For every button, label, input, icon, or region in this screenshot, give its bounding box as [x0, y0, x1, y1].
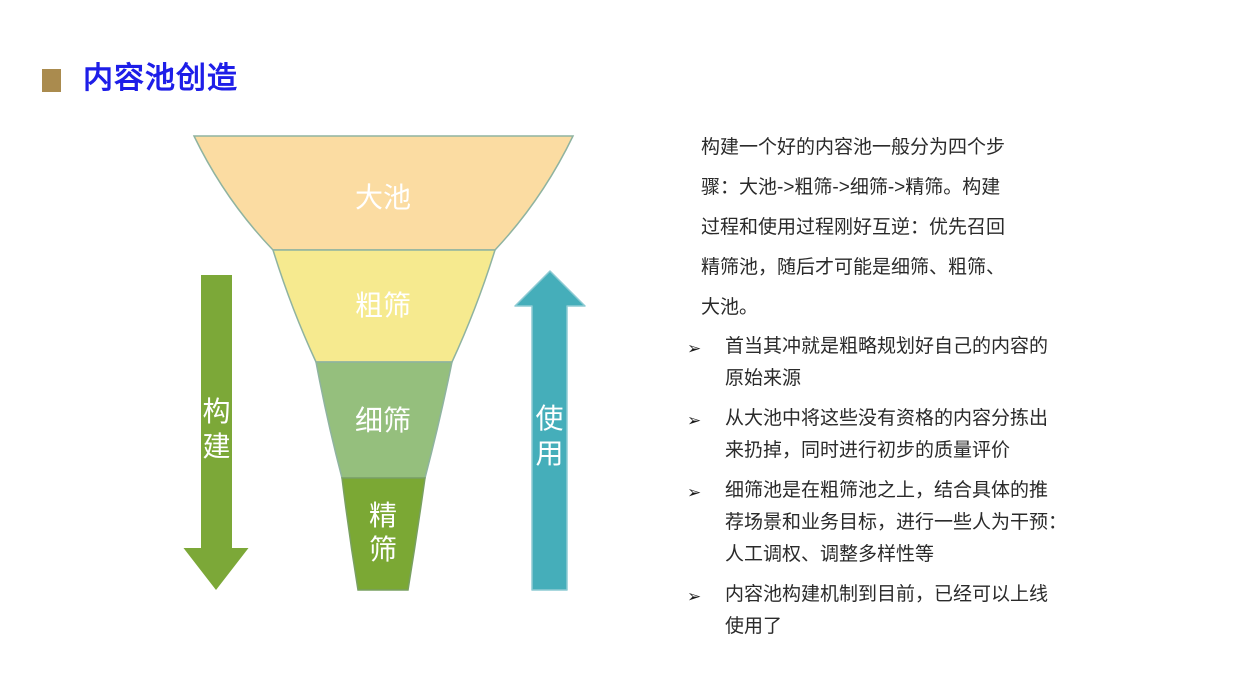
- bullet-item: ➢ 首当其冲就是粗略规划好自己的内容的 原始来源: [687, 331, 1087, 395]
- use-arrow-label: 使用: [535, 403, 564, 469]
- intro-paragraph: 构建一个好的内容池一般分为四个步 骤：大池->粗筛->细筛->精筛。构建 过程和…: [701, 128, 1087, 328]
- bullet-arrow-marker-icon: ➢: [687, 411, 702, 430]
- bullet-line: 人工调权、调整多样性等: [725, 544, 935, 565]
- funnel-level-jingshai: [341, 477, 426, 591]
- bullet-line: 荐场景和业务目标，进行一些人为干预：: [725, 512, 1068, 533]
- funnel-level-label-xishai: 细筛: [354, 405, 411, 436]
- funnel-level-label-dachi: 大池: [354, 182, 411, 213]
- bullet-line: 细筛池是在粗筛池之上，结合具体的推: [725, 480, 1049, 501]
- bullet-text: 从大池中将这些没有资格的内容分拣出 来扔掉，同时进行初步的质量评价: [725, 403, 1087, 467]
- intro-line: 骤：大池->粗筛->细筛->精筛。构建: [701, 177, 1001, 198]
- bullet-list: ➢ 首当其冲就是粗略规划好自己的内容的 原始来源 ➢ 从大池中将这些没有资格的内…: [687, 331, 1087, 643]
- bullet-line: 从大池中将这些没有资格的内容分拣出: [725, 408, 1049, 429]
- bullet-line: 使用了: [725, 616, 783, 637]
- bullet-arrow-marker-icon: ➢: [687, 339, 702, 358]
- bullet-arrow-marker-icon: ➢: [687, 483, 702, 502]
- intro-line: 过程和使用过程刚好互逆：优先召回: [701, 217, 1006, 238]
- bullet-line: 原始来源: [725, 368, 802, 389]
- build-arrow-label: 构建: [202, 396, 231, 462]
- bullet-text: 内容池构建机制到目前，已经可以上线 使用了: [725, 579, 1087, 643]
- intro-line: 大池。: [701, 297, 759, 318]
- bullet-line: 内容池构建机制到目前，已经可以上线: [725, 584, 1049, 605]
- funnel-level-label-jingshai: 精筛: [368, 500, 397, 565]
- intro-line: 精筛池，随后才可能是细筛、粗筛、: [701, 257, 1006, 278]
- bullet-line: 首当其冲就是粗略规划好自己的内容的: [725, 336, 1049, 357]
- use-up-arrow-icon: [514, 270, 586, 591]
- bullet-text: 细筛池是在粗筛池之上，结合具体的推 荐场景和业务目标，进行一些人为干预： 人工调…: [725, 475, 1087, 571]
- bullet-item: ➢ 从大池中将这些没有资格的内容分拣出 来扔掉，同时进行初步的质量评价: [687, 403, 1087, 467]
- title-bullet-square: [42, 69, 61, 92]
- bullet-line: 来扔掉，同时进行初步的质量评价: [725, 440, 1011, 461]
- body-text-column: 构建一个好的内容池一般分为四个步 骤：大池->粗筛->细筛->精筛。构建 过程和…: [687, 128, 1087, 651]
- intro-line: 构建一个好的内容池一般分为四个步: [701, 137, 1006, 158]
- build-down-arrow-icon: [183, 275, 249, 590]
- bullet-item: ➢ 细筛池是在粗筛池之上，结合具体的推 荐场景和业务目标，进行一些人为干预： 人…: [687, 475, 1087, 571]
- bullet-item: ➢ 内容池构建机制到目前，已经可以上线 使用了: [687, 579, 1087, 643]
- bullet-text: 首当其冲就是粗略规划好自己的内容的 原始来源: [725, 331, 1087, 395]
- slide-header: 内容池创造: [42, 62, 238, 96]
- bullet-arrow-marker-icon: ➢: [687, 587, 702, 606]
- page-title: 内容池创造: [83, 62, 238, 95]
- funnel-level-label-cushai: 粗筛: [354, 290, 411, 321]
